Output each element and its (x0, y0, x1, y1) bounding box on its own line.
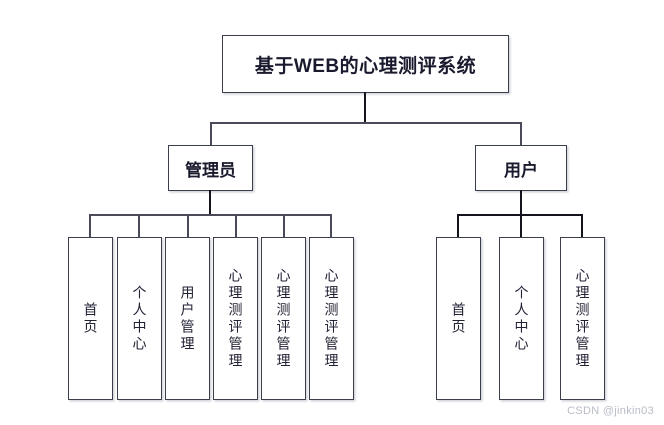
connector-admin-leaf-drop-5 (283, 214, 285, 238)
node-leaf-user-2-label: 个人中心 (513, 284, 530, 353)
node-leaf-admin-5[interactable]: 心理测评管理 (261, 237, 306, 400)
node-branch-admin-label: 管理员 (185, 160, 236, 180)
connector-user-leaf-drop-3 (581, 214, 583, 238)
connector-admin-leaf-drop-2 (138, 214, 140, 238)
connector-user-leaf-drop-2 (520, 214, 522, 238)
node-leaf-admin-6-label: 心理测评管理 (323, 267, 340, 370)
node-leaf-admin-1-label: 首页 (82, 301, 99, 336)
node-leaf-admin-4-label: 心理测评管理 (227, 267, 244, 370)
node-leaf-admin-1[interactable]: 首页 (68, 237, 113, 400)
node-leaf-user-1[interactable]: 首页 (436, 237, 481, 400)
connector-admin-leaf-drop-4 (235, 214, 237, 238)
node-leaf-admin-3[interactable]: 用户管理 (165, 237, 210, 400)
connector-admin-leaf-drop-1 (89, 214, 91, 238)
connector-user-stem (520, 190, 522, 215)
node-leaf-admin-2[interactable]: 个人中心 (117, 237, 162, 400)
connector-admin-leaf-bus (90, 214, 330, 216)
connector-admin-stem (209, 190, 211, 215)
connector-admin-leaf-drop-6 (330, 214, 332, 238)
connector-drop-user (520, 122, 522, 146)
node-leaf-admin-2-label: 个人中心 (131, 284, 148, 353)
node-root-label: 基于WEB的心理测评系统 (254, 55, 477, 77)
node-root-system[interactable]: 基于WEB的心理测评系统 (222, 35, 509, 93)
node-leaf-user-1-label: 首页 (450, 301, 467, 336)
watermark-text: CSDN @jinkin03 (567, 405, 654, 417)
node-leaf-admin-3-label: 用户管理 (179, 284, 196, 353)
node-leaf-user-3-label: 心理测评管理 (574, 267, 591, 370)
connector-admin-leaf-drop-3 (187, 214, 189, 238)
connector-level2-bus (211, 122, 522, 124)
connector-drop-admin (210, 122, 212, 146)
node-leaf-user-2[interactable]: 个人中心 (499, 237, 544, 400)
connector-root-stem (364, 92, 366, 123)
node-leaf-admin-4[interactable]: 心理测评管理 (213, 237, 258, 400)
node-branch-user[interactable]: 用户 (475, 145, 567, 191)
node-leaf-admin-5-label: 心理测评管理 (275, 267, 292, 370)
node-leaf-admin-6[interactable]: 心理测评管理 (309, 237, 354, 400)
node-branch-admin[interactable]: 管理员 (168, 145, 253, 191)
connector-user-leaf-drop-1 (457, 214, 459, 238)
node-leaf-user-3[interactable]: 心理测评管理 (560, 237, 605, 400)
node-branch-user-label: 用户 (504, 160, 538, 180)
